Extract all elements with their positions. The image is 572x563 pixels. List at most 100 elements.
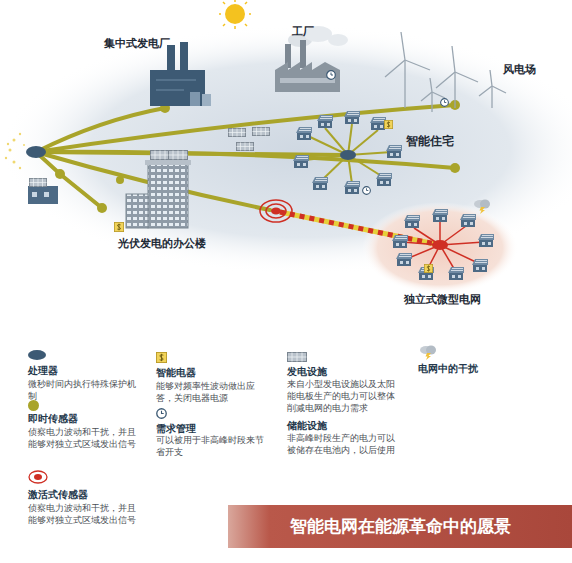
sun-part xyxy=(223,24,225,26)
office-buildings xyxy=(114,127,269,231)
smart-homes-part xyxy=(376,173,392,186)
legend-heading: 储能设施 xyxy=(287,419,327,433)
power-plant-part xyxy=(150,70,205,106)
active-sensor-part xyxy=(266,204,286,218)
legend-icons-part xyxy=(420,346,436,361)
smart-homes-part xyxy=(293,155,309,168)
power-plant-part xyxy=(180,42,188,73)
office-buildings-part xyxy=(169,151,188,160)
power-lines-part xyxy=(36,108,165,152)
legend-description: 侦察电力波动和干扰，并且能够对独立式区域发出信号 xyxy=(28,426,136,450)
legend-icons-part xyxy=(156,352,166,362)
office-buildings-part xyxy=(148,164,188,228)
hub-processor xyxy=(26,146,46,158)
factory-part xyxy=(275,62,340,92)
power-lines xyxy=(36,105,455,210)
microgrid-part xyxy=(478,234,494,247)
wind-farm xyxy=(385,32,506,112)
legend-swatch xyxy=(28,350,46,360)
legend-icons xyxy=(29,346,436,484)
background-glow-part xyxy=(0,25,572,275)
legend-description: 非高峰时段生产的电力可以被储存在电池内，以后使用 xyxy=(287,432,403,456)
smart-homes-part xyxy=(344,181,360,194)
sun-part xyxy=(219,13,221,15)
office-buildings-part xyxy=(114,222,123,231)
office-buildings-part xyxy=(236,142,253,150)
office-buildings-part xyxy=(151,151,170,160)
title-bar xyxy=(228,505,572,548)
microgrid-part xyxy=(448,267,464,280)
power-line-nodes-part xyxy=(116,176,124,184)
wind-farm-part xyxy=(436,46,478,88)
sun-part xyxy=(245,2,247,4)
office-buildings-part xyxy=(126,194,148,228)
office-buildings-part xyxy=(228,128,245,136)
power-line-nodes xyxy=(55,100,460,213)
hub-burst-part xyxy=(9,149,12,152)
place-label: 风电场 xyxy=(503,62,536,77)
wind-farm-part xyxy=(431,92,432,112)
smart-home-ring-part xyxy=(340,150,356,160)
factory-part xyxy=(327,71,336,80)
legend-heading: 电网中的干扰 xyxy=(418,362,478,376)
wind-farm-part xyxy=(421,78,445,101)
smart-homes-part xyxy=(312,177,328,190)
microgrid-part xyxy=(392,235,408,248)
microgrid-part xyxy=(432,209,448,222)
smart-homes-part xyxy=(384,120,392,128)
smart-homes-part xyxy=(317,115,333,128)
legend-description: 微秒时间内执行特殊保护机制 xyxy=(28,378,136,402)
office-buildings-part xyxy=(145,160,191,165)
hub-burst-part xyxy=(13,139,16,142)
hub-burst-part xyxy=(13,161,16,164)
microgrid-part xyxy=(472,259,488,272)
left-building-part xyxy=(28,186,58,204)
wind-farm-part xyxy=(491,86,492,108)
power-line-nodes-part xyxy=(97,203,107,213)
hub-burst-part xyxy=(19,167,21,169)
hub-burst-part xyxy=(5,157,7,159)
power-plant-part xyxy=(190,92,200,106)
place-label: 智能住宅 xyxy=(406,133,454,150)
microgrid-part xyxy=(474,200,490,215)
smart-homes-part xyxy=(386,145,402,158)
hub-burst-part xyxy=(7,143,9,145)
smart-homes-part xyxy=(296,127,312,140)
microgrid-part xyxy=(396,253,412,266)
legend-heading: 即时传感器 xyxy=(28,412,78,426)
hub-burst-part xyxy=(23,144,25,146)
smart-homes-part xyxy=(344,111,360,124)
sun xyxy=(219,0,251,29)
microgrid-link xyxy=(280,212,440,245)
smart-homes-part xyxy=(370,117,386,130)
power-plant-part xyxy=(202,94,211,106)
legend-icons-part xyxy=(288,353,307,362)
microgrid-part xyxy=(404,215,420,228)
sun-part xyxy=(234,26,236,29)
microgrid xyxy=(392,200,494,281)
legend-heading: 处理器 xyxy=(28,364,58,378)
legend-icons-part xyxy=(157,409,166,418)
microgrid-part xyxy=(402,222,484,272)
legend-icons-part xyxy=(34,474,42,480)
office-buildings-part xyxy=(252,127,269,135)
place-label: 独立式微型电网 xyxy=(404,292,481,307)
hub-burst xyxy=(5,133,25,169)
microgrid-link-part xyxy=(280,212,440,245)
sun-part xyxy=(225,4,245,24)
microgrid-part xyxy=(460,214,476,227)
left-building-part xyxy=(29,178,46,186)
legend-heading: 激活式传感器 xyxy=(28,488,88,502)
sun-part xyxy=(234,0,236,2)
sun-part xyxy=(249,13,251,15)
legend-swatch xyxy=(28,400,39,411)
power-line-nodes-part xyxy=(450,163,460,173)
hub-burst-part xyxy=(19,133,21,135)
hub-processor-part xyxy=(26,146,46,158)
active-sensor xyxy=(260,200,292,222)
legend-description: 侦察电力波动和干扰，并且能够对独立式区域发出信号 xyxy=(28,502,136,526)
legend-description: 能够对频率性波动做出应答，关闭电器电源 xyxy=(156,380,268,404)
active-sensor-part xyxy=(271,208,281,215)
place-label: 光伏发电的办公楼 xyxy=(118,236,206,251)
